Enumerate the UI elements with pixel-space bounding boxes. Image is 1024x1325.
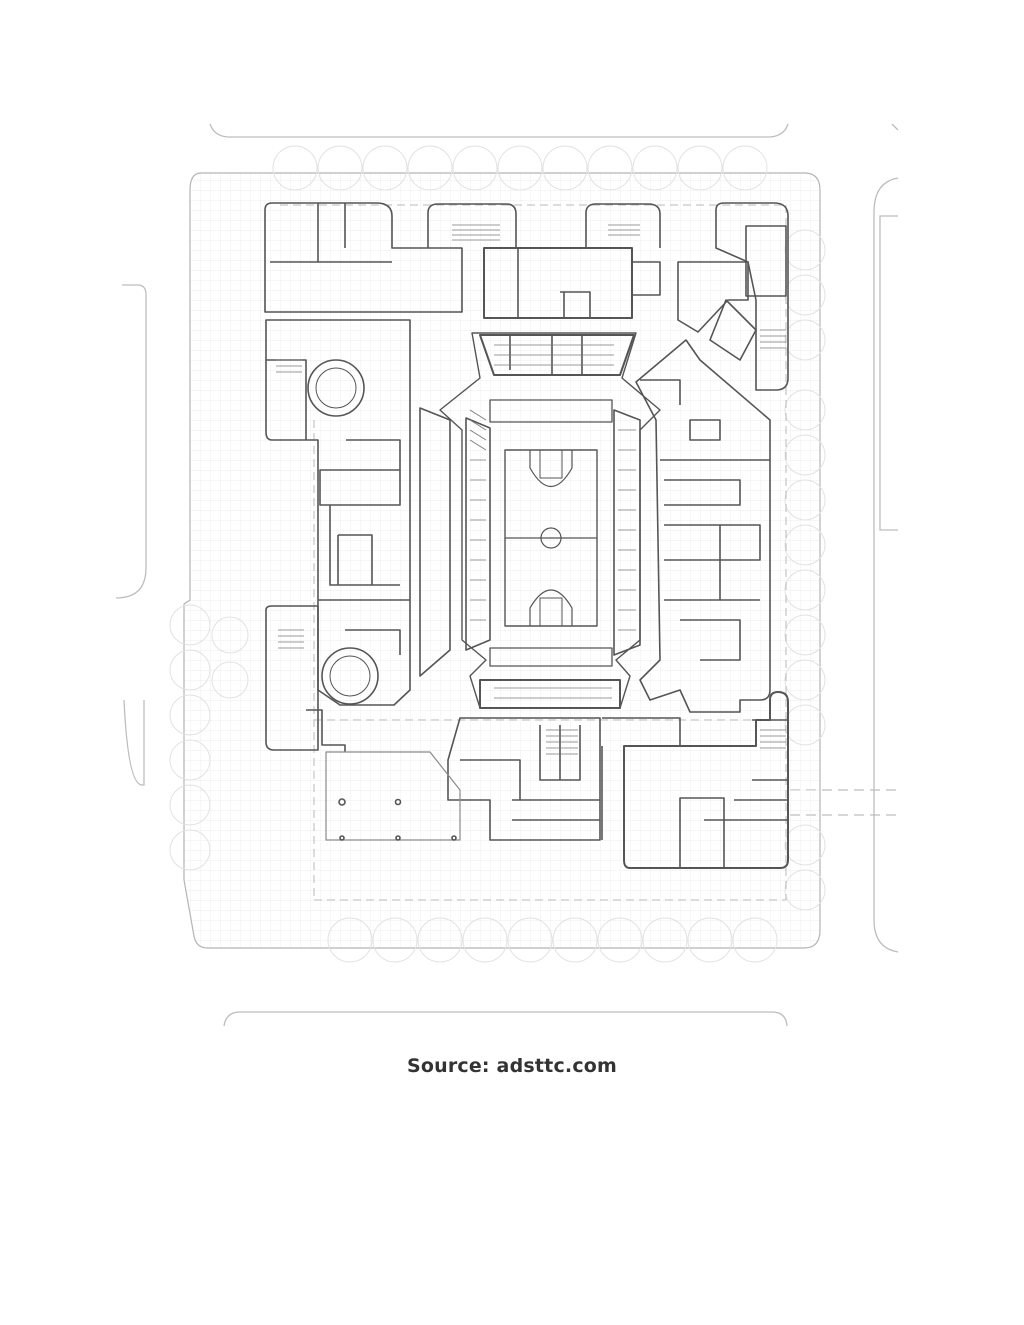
nw-wing [264,202,463,313]
south-street-curb [223,1011,788,1027]
north-street-curb [209,123,789,138]
ne-wing [715,202,789,391]
north-bay-west [427,203,517,248]
east-street-curb [873,177,899,953]
south-center-block [447,717,601,841]
building [264,202,789,869]
east-wing [635,339,771,713]
west-rotunda-north [307,359,365,417]
west-street-curb [115,284,147,599]
west-rotunda-south [321,647,379,705]
north-street-curb-east [891,123,899,131]
east-seating [613,409,641,656]
stair-details [276,224,786,755]
tree-canopies [169,145,826,963]
west-seating [465,417,491,651]
east-street-lane [879,215,898,531]
ne-angled-block [677,261,749,333]
site-paving [183,172,821,949]
west-wing-lower [265,605,319,751]
west-concourse [419,407,451,677]
west-street-island [123,699,145,786]
site-boundary [183,172,821,949]
south-seating [479,679,621,709]
west-wing-upper [265,319,411,706]
setback-lines [280,204,787,901]
north-center-block [483,247,633,319]
se-block [623,691,789,869]
streets [115,123,899,1027]
north-bay-east [585,203,661,248]
figure-caption: Source: adsttc.com [406,1055,618,1077]
sw-plaza [325,751,461,841]
